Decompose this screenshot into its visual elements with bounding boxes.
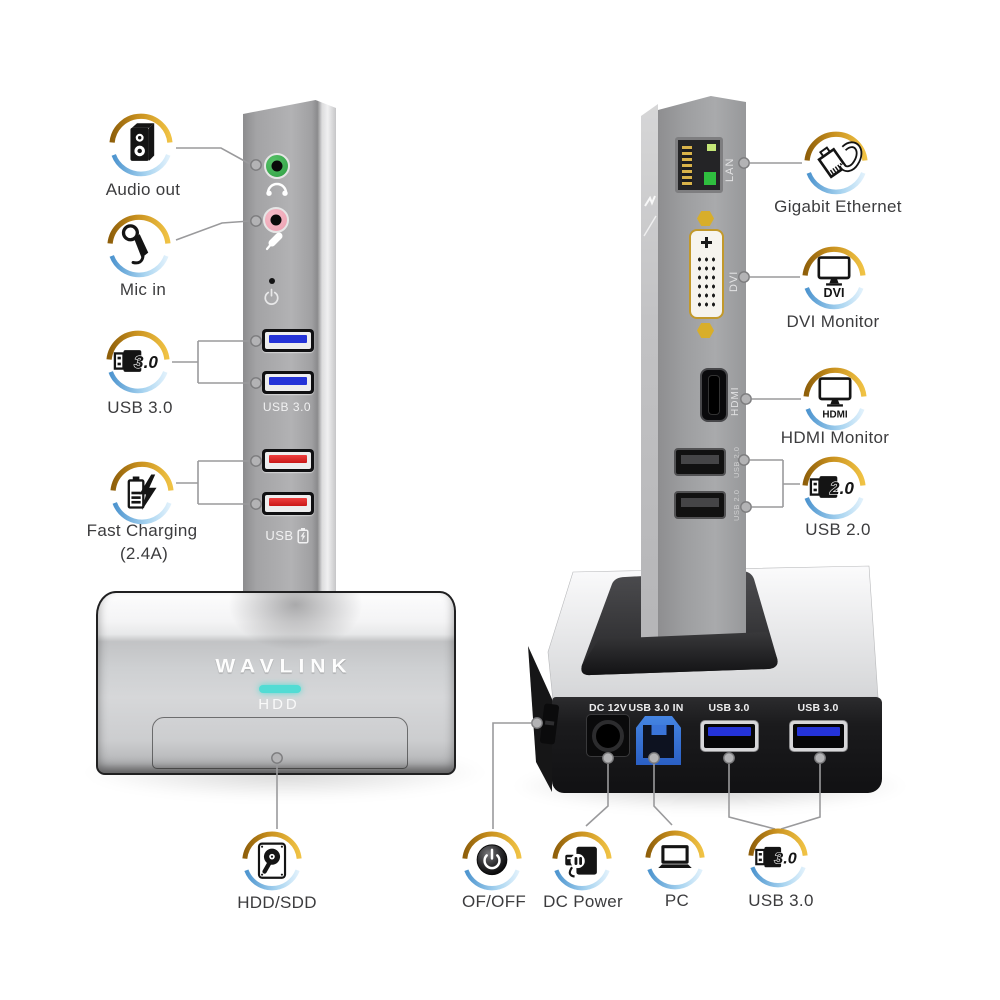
- usb3-port-2: [262, 371, 314, 394]
- usb2-tongue-2: [681, 498, 719, 507]
- dvi-pin-grid: [696, 255, 717, 310]
- side-logo-mark: [643, 195, 657, 237]
- lan-led: [707, 144, 716, 151]
- on-off-label: OF/OFF: [461, 892, 527, 911]
- usb3-rear-label-1: USB 3.0: [708, 702, 750, 714]
- usb2-label: USB 2.0: [805, 520, 871, 539]
- hdd-sdd-label: HDD/SDD: [237, 893, 317, 912]
- mic-in-icon: [106, 213, 172, 279]
- dvi-monitor-label: DVI Monitor: [786, 312, 880, 331]
- usb3-rear-label-2: USB 3.0: [797, 702, 839, 714]
- charge-port-1: [262, 449, 314, 472]
- hdmi-monitor-icon: HDMI: [802, 366, 868, 432]
- fast-charging-amp-label: (2.4A): [119, 544, 169, 563]
- dvi-port-label: DVI: [728, 270, 740, 292]
- usb2-port-2: [674, 491, 726, 519]
- usb3-icon: 3.0: [105, 329, 171, 395]
- mic-in-label: Mic in: [119, 280, 167, 299]
- hdd-bay-door: [152, 717, 408, 769]
- usb-in-port-label: USB 3.0 IN: [628, 702, 684, 714]
- usb2-port-2-label: USB 2.0: [732, 489, 741, 521]
- usb3-rear-port-1: [701, 721, 758, 751]
- fast-charging-icon: [109, 460, 175, 526]
- mic-glyph-icon: [265, 232, 283, 251]
- usb3-rear-badge-text: 3.0: [774, 850, 796, 868]
- front-dock-base: WAVLINK HDD: [96, 591, 456, 775]
- usb2-tongue-1: [681, 455, 719, 464]
- dc-power-jack: [586, 714, 630, 757]
- dc-power-icon: [551, 830, 613, 892]
- hdd-sdd-icon: [241, 830, 303, 892]
- hdmi-slot: [709, 376, 719, 414]
- usb2-badge-text: 2.0: [829, 478, 854, 498]
- power-symbol-icon: [264, 288, 279, 305]
- pc-label: PC: [664, 891, 690, 910]
- usb3-label: USB 3.0: [107, 398, 173, 417]
- lan-pins: [682, 146, 692, 186]
- battery-bolt-icon: [297, 528, 309, 544]
- riser-shadow: [228, 593, 363, 651]
- brand-logo: WAVLINK: [215, 655, 353, 678]
- reset-hole: [269, 278, 275, 284]
- mic-in-jack: [263, 207, 289, 233]
- gigabit-ethernet-label: Gigabit Ethernet: [774, 197, 902, 216]
- usb3-b-input-port: [636, 716, 681, 765]
- dvi-port: [689, 229, 724, 319]
- audio-out-icon: [108, 112, 174, 178]
- usb2-port-1: [674, 448, 726, 476]
- dvi-monitor-icon: DVI: [801, 245, 867, 311]
- charge-ports-label: USB: [247, 527, 327, 544]
- gigabit-ethernet-icon: [803, 130, 869, 196]
- usb3-ports-label: USB 3.0: [262, 400, 312, 414]
- dc-power-label: DC Power: [543, 892, 623, 911]
- fast-charging-label: Fast Charging: [86, 521, 198, 540]
- hdmi-port: [700, 368, 728, 422]
- hdmi-port-label: HDMI: [730, 386, 741, 416]
- headphone-icon: [266, 182, 288, 196]
- usb3-rear-icon: 3.0: [747, 827, 809, 889]
- hdd-bay-label: HDD: [258, 696, 300, 713]
- hdmi-monitor-label: HDMI Monitor: [780, 428, 890, 447]
- audio-out-label: Audio out: [105, 180, 181, 199]
- usb3-rear-label: USB 3.0: [748, 891, 814, 910]
- hdmi-badge-text: HDMI: [822, 409, 848, 420]
- status-led: [259, 685, 301, 693]
- lan-port: [675, 137, 723, 193]
- lan-green-block: [704, 172, 716, 185]
- pc-icon: [644, 829, 706, 891]
- usb2-port-1-label: USB 2.0: [732, 446, 741, 478]
- dvi-badge-text: DVI: [824, 286, 845, 300]
- charge-port-2: [262, 492, 314, 515]
- lan-port-label: LAN: [724, 157, 736, 182]
- usb2-icon: 2.0: [801, 455, 867, 521]
- audio-out-jack: [264, 153, 290, 179]
- usb3-rear-port-2: [790, 721, 847, 751]
- dvi-cross-pin: [701, 237, 712, 248]
- usb3-port-1: [262, 329, 314, 352]
- rear-io-panel: DC 12V USB 3.0 IN USB 3.0 USB 3.0: [552, 697, 882, 793]
- front-dock-riser: USB 3.0 USB: [243, 100, 336, 610]
- dvi-screw-bottom: [697, 323, 714, 338]
- usb3-badge-text: 3.0: [134, 352, 158, 372]
- on-off-icon: [461, 830, 523, 892]
- charge-usb-text: USB: [265, 528, 294, 543]
- dvi-screw-top: [697, 211, 714, 226]
